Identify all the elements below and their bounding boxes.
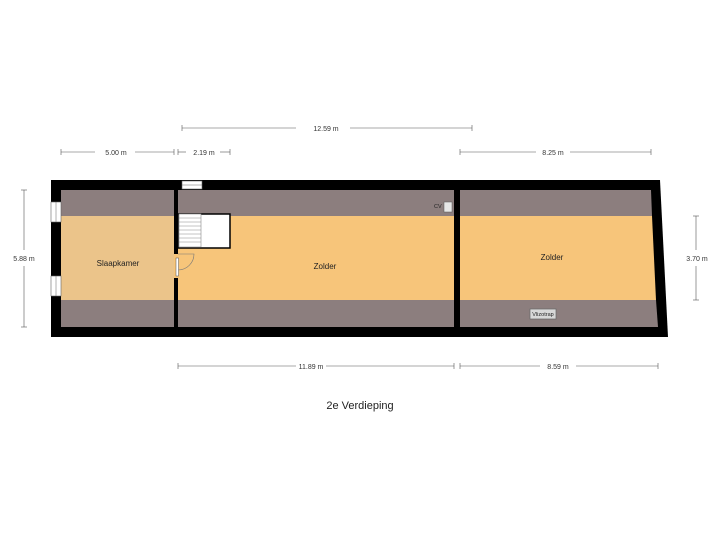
dimension-top-right [459,149,652,155]
room-label-zolder-1: Zolder [314,262,337,271]
floor-title: 2e Verdieping [326,400,394,412]
zolder-2-low-ceiling-bottom [460,300,658,327]
vlizotrap-label: Vlizotrap [532,312,553,318]
slaapkamer-floor [61,216,174,300]
dimension-right-height-label: 3.70 m [686,256,708,263]
dimension-top-right-label: 8.25 m [542,150,564,157]
zolder-1-low-ceiling-bottom [178,300,454,327]
vlizotrap-hatch[interactable] [529,308,557,320]
dimension-top-total-label: 12.59 m [313,126,338,133]
dimension-left-height-label: 5.88 m [13,256,35,263]
dimension-bottom-right-label: 8.59 m [547,364,569,371]
dimension-top-total [181,125,473,131]
dimension-left-height [21,189,27,328]
dimension-top-left-label: 5.00 m [105,150,127,157]
bedroom-door[interactable] [175,257,179,277]
dimension-bottom-left-label: 11.89 m [299,364,324,371]
dimension-bottom-right [459,363,659,369]
room-label-zolder-2: Zolder [541,253,564,262]
dimension-right-height [693,215,699,301]
cv-label: CV [434,204,442,210]
stair-treads [179,217,201,243]
dimension-bottom-left [177,363,455,369]
bedroom-door-swing[interactable] [177,253,195,271]
zolder-1-low-ceiling-top [178,190,454,216]
slaapkamer-low-ceiling-top [61,190,174,216]
room-label-slaapkamer: Slaapkamer [97,259,140,268]
cv-unit-icon [443,201,453,213]
dimension-top-mid [177,149,231,155]
zolder-2-floor [460,216,656,300]
zolder-2-low-ceiling-top [460,190,652,216]
slaapkamer-low-ceiling-bottom [61,300,174,327]
dimension-top-mid-label: 2.19 m [193,150,215,157]
dimension-top-left [60,149,175,155]
